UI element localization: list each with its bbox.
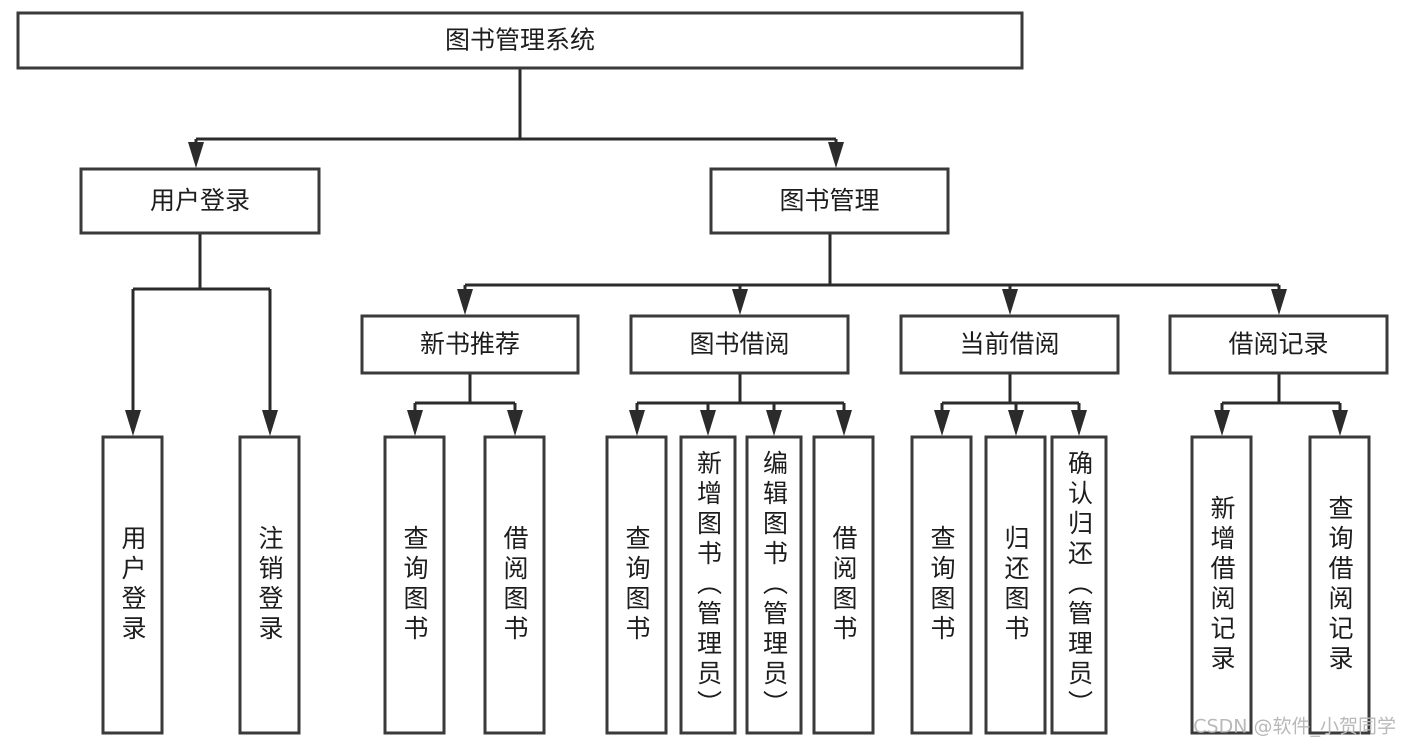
node-box <box>1308 435 1371 735</box>
node-box <box>101 435 164 735</box>
arrow-to-leaf-borrow-book-rec <box>507 410 523 436</box>
node-label: 借阅记录 <box>1228 330 1328 359</box>
node-leaf-query-record[interactable]: 查询借阅记录 <box>1308 435 1371 735</box>
node-box <box>709 167 950 235</box>
recommend-fanout <box>413 373 517 430</box>
node-leaf-borrow-book-rec[interactable]: 借阅图书 <box>483 435 546 735</box>
node-leaf-logout[interactable]: 注销登录 <box>238 435 301 735</box>
node-leaf-borrow-book-bor[interactable]: 借阅图书 <box>812 435 875 735</box>
node-leaf-add-book-admin[interactable]: 新增图书（管理员） <box>679 435 737 735</box>
node-label: 查询图书 <box>400 525 429 645</box>
connector-layer <box>131 68 1342 430</box>
arrow-to-recommend <box>457 289 473 315</box>
node-box <box>899 314 1120 375</box>
arrow-to-current <box>1002 289 1018 315</box>
arrow-to-user-login <box>188 142 204 168</box>
node-box <box>79 167 321 235</box>
node-label: 当前借阅 <box>959 330 1059 359</box>
borrow-fanout <box>635 373 846 430</box>
node-leaf-add-record[interactable]: 新增借阅记录 <box>1190 435 1253 735</box>
node-leaf-query-book-cur[interactable]: 查询图书 <box>910 435 973 735</box>
node-leaf-return-book[interactable]: 归还图书 <box>984 435 1047 735</box>
arrowhead-layer <box>125 142 1348 436</box>
record-fanout <box>1220 373 1342 430</box>
node-box <box>483 435 546 735</box>
arrow-to-leaf-query-record <box>1332 410 1348 436</box>
node-label: 查询借阅记录 <box>1325 495 1354 675</box>
node-layer: 图书管理系统用户登录图书管理新书推荐图书借阅当前借阅借阅记录用户登录注销登录查询… <box>16 11 1389 735</box>
node-user-login-group[interactable]: 用户登录 <box>79 167 321 235</box>
node-leaf-query-book-bor[interactable]: 查询图书 <box>605 435 668 735</box>
arrow-to-leaf-query-book-bor <box>629 410 645 436</box>
node-label: 查询图书 <box>622 525 651 645</box>
node-label: 图书管理 <box>779 186 879 215</box>
node-book-manage-group[interactable]: 图书管理 <box>709 167 950 235</box>
arrow-to-leaf-add-record <box>1214 410 1230 436</box>
arrow-to-record <box>1271 289 1287 315</box>
node-leaf-user-login[interactable]: 用户登录 <box>101 435 164 735</box>
node-box <box>360 314 580 375</box>
arrow-to-borrow <box>732 289 748 315</box>
arrow-to-leaf-edit-book <box>766 410 782 436</box>
node-box <box>910 435 973 735</box>
node-box <box>1190 435 1253 735</box>
arrow-to-leaf-confirm-return <box>1071 410 1087 436</box>
node-box <box>984 435 1047 735</box>
csdn-watermark: CSDN @软件_小贺同学 <box>1193 716 1396 738</box>
node-box <box>1168 314 1389 375</box>
node-label: 归还图书 <box>1001 525 1030 645</box>
node-box <box>16 11 1024 70</box>
node-label: 确认归还（管理员） <box>1065 450 1094 720</box>
node-box <box>605 435 668 735</box>
node-box <box>1050 435 1108 735</box>
arrow-to-leaf-borrow-book-bor <box>836 410 852 436</box>
node-label: 新增借阅记录 <box>1207 495 1236 675</box>
node-book-borrow[interactable]: 图书借阅 <box>629 314 850 375</box>
user-login-fanout <box>131 233 272 430</box>
node-label: 新书推荐 <box>420 330 520 359</box>
node-box <box>745 435 803 735</box>
arrow-to-book-manage <box>828 142 844 168</box>
node-box <box>679 435 737 735</box>
node-leaf-confirm-return[interactable]: 确认归还（管理员） <box>1050 435 1108 735</box>
node-box <box>812 435 875 735</box>
arrow-to-leaf-query-book-rec <box>407 410 423 436</box>
node-label: 图书借阅 <box>689 330 789 359</box>
node-root[interactable]: 图书管理系统 <box>16 11 1024 70</box>
current-fanout <box>940 373 1081 430</box>
node-label: 查询图书 <box>927 525 956 645</box>
root-to-user-login <box>194 68 836 162</box>
node-box <box>238 435 301 735</box>
node-current-borrow[interactable]: 当前借阅 <box>899 314 1120 375</box>
book-manage-fanout <box>463 233 1281 309</box>
node-label: 编辑图书（管理员） <box>760 450 789 720</box>
node-leaf-edit-book-admin[interactable]: 编辑图书（管理员） <box>745 435 803 735</box>
node-box <box>629 314 850 375</box>
node-label: 注销登录 <box>255 525 284 645</box>
arrow-to-leaf-user-login <box>125 410 141 436</box>
arrow-to-leaf-logout <box>262 410 278 436</box>
node-leaf-query-book-rec[interactable]: 查询图书 <box>383 435 446 735</box>
node-label: 用户登录 <box>118 525 147 645</box>
node-new-book-recommend[interactable]: 新书推荐 <box>360 314 580 375</box>
node-borrow-record[interactable]: 借阅记录 <box>1168 314 1389 375</box>
node-box <box>383 435 446 735</box>
node-label: 新增图书（管理员） <box>694 450 723 720</box>
arrow-to-leaf-query-book-cur <box>934 410 950 436</box>
node-label: 借阅图书 <box>500 525 529 645</box>
arrow-to-leaf-add-book <box>700 410 716 436</box>
node-label: 图书管理系统 <box>445 26 595 55</box>
arrow-to-leaf-return-book <box>1008 410 1024 436</box>
node-label: 用户登录 <box>150 186 250 215</box>
node-label: 借阅图书 <box>829 525 858 645</box>
